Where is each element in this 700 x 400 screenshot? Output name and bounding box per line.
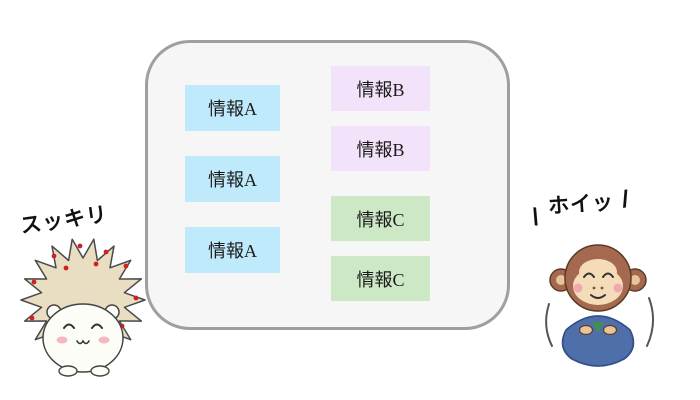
info-box-c-1: 情報C — [331, 196, 430, 241]
monkey-character-icon — [540, 232, 658, 379]
emphasis-mark-right: / — [620, 185, 631, 214]
monkey-speech-text: ホイッ — [547, 190, 615, 219]
info-box-b-1: 情報B — [331, 66, 430, 111]
emphasis-mark-left: \ — [530, 203, 542, 232]
info-box-a-3: 情報A — [185, 227, 280, 273]
monkey-speech-label: \ ホイッ / — [531, 185, 631, 232]
hedgehog-character-icon — [18, 230, 150, 387]
info-box-a-1: 情報A — [185, 85, 280, 131]
info-box-b-2: 情報B — [331, 126, 430, 171]
info-box-a-2: 情報A — [185, 156, 280, 202]
info-box-c-2: 情報C — [331, 256, 430, 301]
